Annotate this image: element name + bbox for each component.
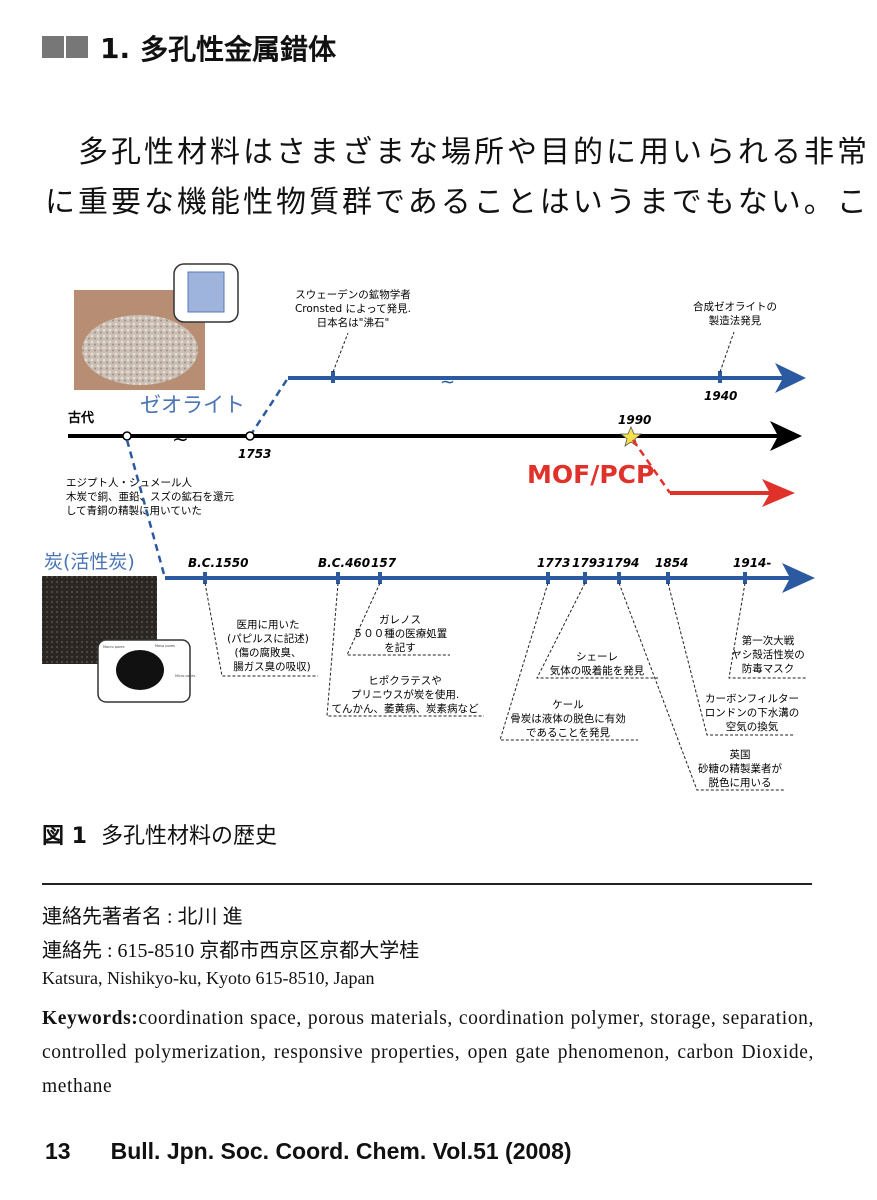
journal-citation: Bull. Jpn. Soc. Coord. Chem. Vol.51 (200… bbox=[110, 1138, 572, 1164]
svg-text:1854: 1854 bbox=[655, 556, 688, 570]
contact-address: 連絡先 : 615-8510 京都市西京区京都大学桂 bbox=[42, 940, 420, 962]
figure-caption: 図 1 多孔性材料の歴史 bbox=[42, 818, 277, 850]
body-paragraph: 多孔性材料はさまざまな場所や目的に用いられる非常 に重要な機能性物質群であること… bbox=[45, 128, 870, 228]
section-number: 1. bbox=[100, 31, 131, 65]
svg-text:第一次大戦: 第一次大戦 bbox=[742, 634, 795, 647]
star-icon bbox=[619, 425, 643, 447]
year-label: 1753 bbox=[238, 447, 271, 461]
svg-text:木炭で銅、亜鉛、スズの鉱石を還元: 木炭で銅、亜鉛、スズの鉱石を還元 bbox=[66, 490, 234, 503]
note-cronsted: スウェーデンの鉱物学者 Cronsted によって発見. 日本名は"沸石" bbox=[295, 288, 411, 329]
svg-text:エジプト人・シュメール人: エジプト人・シュメール人 bbox=[66, 477, 192, 489]
svg-text:ロンドンの下水溝の: ロンドンの下水溝の bbox=[705, 706, 800, 719]
svg-text:≈: ≈ bbox=[172, 425, 189, 449]
note-egypt: エジプト人・シュメール人 木炭で銅、亜鉛、スズの鉱石を還元 して青銅の精製に用い… bbox=[66, 477, 234, 517]
svg-text:して青銅の精製に用いていた: して青銅の精製に用いていた bbox=[66, 504, 202, 517]
keywords-text: coordination space, porous materials, co… bbox=[42, 1008, 814, 1097]
svg-text:≈: ≈ bbox=[440, 370, 455, 391]
svg-text:1773: 1773 bbox=[537, 556, 570, 570]
svg-text:骨炭は液体の脱色に有効: 骨炭は液体の脱色に有効 bbox=[510, 712, 626, 725]
svg-text:157: 157 bbox=[371, 556, 397, 570]
svg-text:1793: 1793 bbox=[572, 556, 605, 570]
svg-text:てんかん、萎黄病、炭素病など: てんかん、萎黄病、炭素病など bbox=[332, 702, 479, 715]
svg-text:スウェーデンの鉱物学者: スウェーデンの鉱物学者 bbox=[295, 288, 411, 301]
carbon-label: 炭(活性炭) bbox=[44, 551, 135, 573]
svg-text:シェーレ: シェーレ bbox=[576, 651, 618, 663]
paragraph-line: に重要な機能性物質群であることはいうまでもない。こ bbox=[45, 185, 870, 220]
contact-author: 連絡先著者名 : 北川 進 bbox=[42, 906, 243, 928]
svg-text:気体の吸着能を発見: 気体の吸着能を発見 bbox=[550, 664, 645, 677]
mof-label: MOF/PCP bbox=[527, 460, 654, 489]
contact-address-en: Katsura, Nishikyo-ku, Kyoto 615-8510, Ja… bbox=[42, 968, 375, 988]
svg-text:プリニウスが炭を使用.: プリニウスが炭を使用. bbox=[351, 688, 459, 701]
ancient-label: 古代 bbox=[68, 410, 94, 426]
svg-text:日本名は"沸石": 日本名は"沸石" bbox=[317, 316, 390, 329]
svg-text:製造法発見: 製造法発見 bbox=[709, 314, 762, 327]
svg-text:砂糖の精製業者が: 砂糖の精製業者が bbox=[698, 762, 782, 775]
heading-squares bbox=[42, 32, 90, 65]
svg-text:ガレノス: ガレノス bbox=[379, 614, 421, 626]
note-bc1550: 医用に用いた(パピルスに記述)(傷の腐敗臭、腸ガス臭の吸収) bbox=[227, 619, 311, 673]
svg-text:Macro pores: Macro pores bbox=[103, 645, 125, 649]
svg-text:空気の換気: 空気の換気 bbox=[726, 720, 779, 733]
section-heading: 1. 多孔性金属錯体 bbox=[42, 28, 336, 68]
figure-timeline: ゼオライト 古代 ≈ 1940 スウェーデンの鉱物学者 Cronsted によっ… bbox=[42, 263, 815, 791]
svg-text:Meso pores: Meso pores bbox=[155, 644, 175, 648]
svg-text:Cronsted によって発見.: Cronsted によって発見. bbox=[295, 302, 411, 315]
page-number: 13 bbox=[45, 1138, 71, 1164]
section-title: 多孔性金属錯体 bbox=[140, 33, 337, 66]
svg-text:ヒポクラテスや: ヒポクラテスや bbox=[368, 675, 442, 687]
svg-text:カーボンフィルター: カーボンフィルター bbox=[705, 693, 799, 705]
svg-text:を記す: を記す bbox=[384, 641, 416, 654]
svg-text:腸ガス臭の吸収): 腸ガス臭の吸収) bbox=[233, 660, 311, 673]
svg-text:ヤシ殻活性炭の: ヤシ殻活性炭の bbox=[731, 648, 805, 661]
svg-text:５００種の医療処置: ５００種の医療処置 bbox=[353, 627, 448, 640]
svg-text:1794: 1794 bbox=[606, 556, 639, 570]
zeolite-label: ゼオライト bbox=[140, 393, 245, 417]
svg-text:脱色に用いる: 脱色に用いる bbox=[709, 776, 772, 789]
caption-label: 図 1 bbox=[42, 824, 87, 849]
svg-text:(傷の腐敗臭、: (傷の腐敗臭、 bbox=[234, 646, 301, 659]
keywords-label: Keywords: bbox=[42, 1008, 139, 1029]
svg-text:合成ゼオライトの: 合成ゼオライトの bbox=[693, 300, 777, 313]
svg-text:ケール: ケール bbox=[552, 699, 584, 711]
divider bbox=[42, 883, 812, 885]
page-footer: 13 Bull. Jpn. Soc. Coord. Chem. Vol.51 (2… bbox=[45, 1138, 572, 1165]
year-label: 1940 bbox=[704, 389, 737, 403]
svg-text:1914-: 1914- bbox=[733, 556, 771, 570]
svg-text:であることを発見: であることを発見 bbox=[526, 726, 610, 739]
note-synthetic-zeolite: 合成ゼオライトの 製造法発見 bbox=[693, 300, 777, 327]
svg-text:医用に用いた: 医用に用いた bbox=[237, 619, 300, 631]
svg-text:B.C.1550: B.C.1550 bbox=[188, 556, 248, 570]
svg-text:英国: 英国 bbox=[730, 748, 751, 761]
lower-years: B.C.1550 B.C.460 157 1773 1793 1794 1854… bbox=[188, 556, 771, 570]
svg-text:B.C.460: B.C.460 bbox=[318, 556, 370, 570]
svg-text:Micro pores: Micro pores bbox=[175, 674, 195, 678]
svg-text:(パピルスに記述): (パピルスに記述) bbox=[227, 632, 309, 645]
paragraph-line: 多孔性材料はさまざまな場所や目的に用いられる非常 bbox=[78, 135, 870, 170]
svg-text:防毒マスク: 防毒マスク bbox=[742, 662, 795, 675]
year-label: 1990 bbox=[618, 413, 651, 427]
caption-text: 多孔性材料の歴史 bbox=[100, 824, 277, 849]
keywords: Keywords:coordination space, porous mate… bbox=[42, 1002, 814, 1104]
arrow-head bbox=[775, 363, 806, 393]
